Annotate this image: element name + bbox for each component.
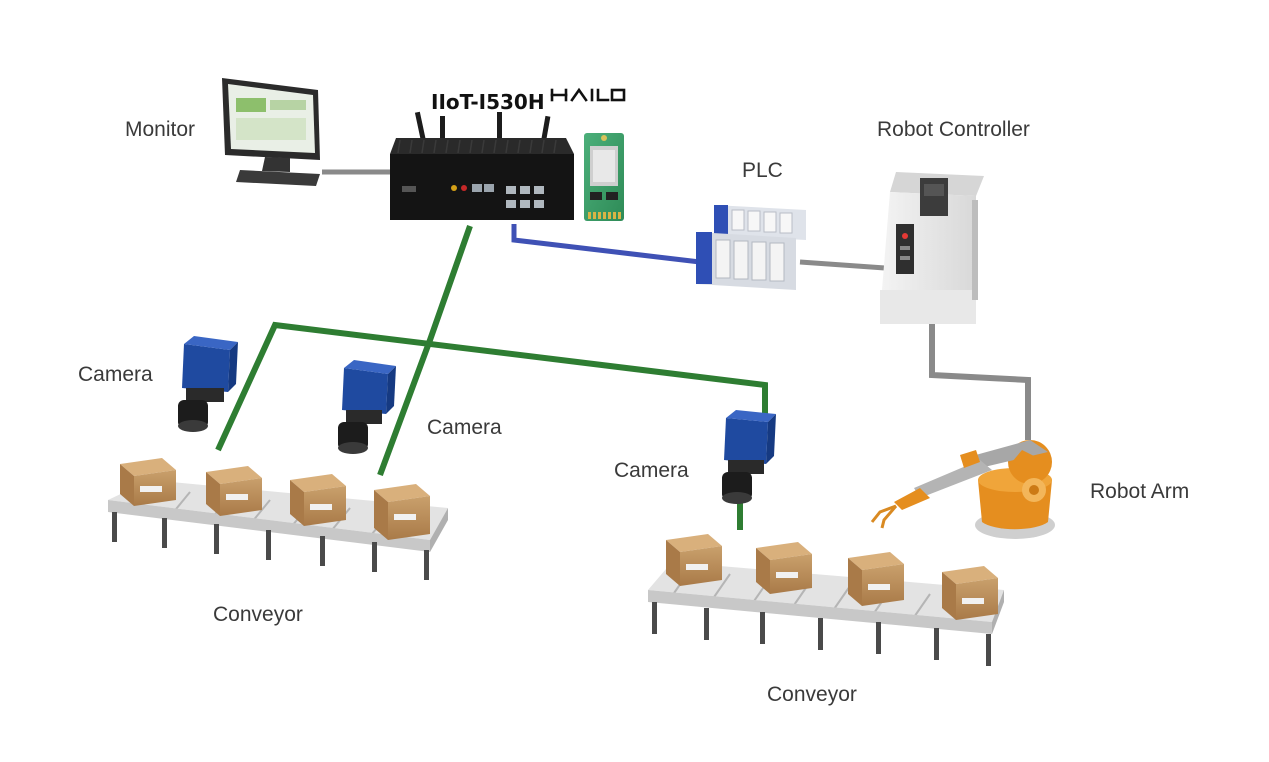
camera-1: [178, 336, 238, 432]
camera-2-label: Camera: [427, 416, 502, 439]
hailo-module: [584, 133, 624, 221]
plc: [696, 205, 806, 290]
cables: [215, 169, 1031, 530]
conveyor-2-label: Conveyor: [767, 683, 857, 706]
plc-controller-link: [799, 259, 886, 271]
boxes-2: [666, 534, 998, 620]
plc-link: [511, 224, 701, 265]
robot-arm-label: Robot Arm: [1090, 480, 1189, 503]
robot-arm: [870, 440, 1055, 539]
boxes-1: [120, 458, 430, 540]
monitor-label: Monitor: [125, 118, 195, 141]
conveyor-2: [648, 534, 1004, 666]
robot-controller-label: Robot Controller: [877, 118, 1030, 141]
conveyor-1: [108, 458, 448, 580]
conveyor-1-label: Conveyor: [213, 603, 303, 626]
controller-arm-link: [929, 322, 1031, 440]
camera-3: [722, 410, 776, 504]
camera-link-main: [377, 225, 473, 477]
camera-link-left: [215, 321, 768, 452]
camera-2: [338, 360, 396, 454]
hailo-logo: [550, 87, 626, 102]
device-label: IIoT-I530H: [431, 90, 545, 114]
plc-label: PLC: [742, 159, 783, 182]
monitor: [222, 78, 320, 186]
iiot-device: [390, 111, 574, 220]
camera-1-label: Camera: [78, 363, 153, 386]
camera-3-label: Camera: [614, 459, 689, 482]
robot-controller: [880, 172, 984, 324]
